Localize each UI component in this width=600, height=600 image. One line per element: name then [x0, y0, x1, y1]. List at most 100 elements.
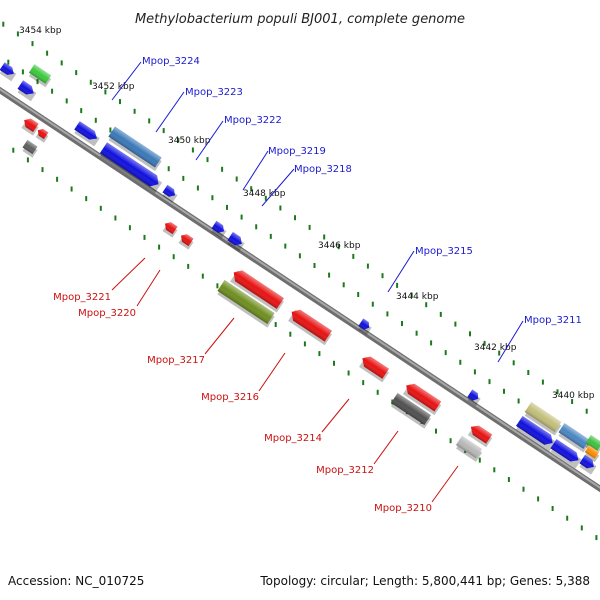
- tick-label-3442: 3442 kbp: [474, 343, 517, 353]
- tick-dot: [133, 108, 136, 114]
- gene-block-mpop-3211[interactable]: [514, 415, 557, 452]
- tick-dot: [376, 389, 379, 395]
- gene-block-mpop-3210[interactable]: [454, 435, 483, 462]
- tick-dot: [478, 457, 481, 463]
- tick-dot: [541, 379, 544, 385]
- gene-label-mpop-3220[interactable]: Mpop_3220: [78, 308, 136, 319]
- gene-block-forward[interactable]: [0, 62, 18, 82]
- gene-block-forward[interactable]: [16, 80, 38, 102]
- tick-dot: [444, 350, 447, 356]
- gene-label-mpop-3222[interactable]: Mpop_3222: [224, 115, 282, 126]
- label-leader-line: [387, 250, 415, 293]
- tick-dot: [89, 79, 92, 85]
- tick-dot: [347, 370, 350, 376]
- tick-dot: [483, 340, 486, 346]
- gene-label-mpop-3214[interactable]: Mpop_3214: [264, 433, 322, 444]
- gene-block-mpop-3217[interactable]: [216, 279, 277, 328]
- tick-dot: [70, 186, 73, 192]
- gene-block-mpop-3223[interactable]: [107, 126, 164, 172]
- tick-label-3450: 3450 kbp: [168, 136, 211, 146]
- gene-block-mpop-3212[interactable]: [389, 392, 432, 429]
- tick-dot: [507, 477, 510, 482]
- tick-dot: [128, 225, 131, 231]
- tick-label-3446: 3446 kbp: [318, 241, 361, 251]
- gene-block-reverse[interactable]: [466, 422, 494, 448]
- gene-block-reverse[interactable]: [401, 380, 443, 416]
- gene-label-mpop-3217[interactable]: Mpop_3217: [147, 355, 205, 366]
- tick-dot: [211, 195, 214, 201]
- gene-label-mpop-3211[interactable]: Mpop_3211: [524, 315, 582, 326]
- tick-dot: [41, 167, 44, 173]
- tick-dot: [65, 98, 68, 104]
- tick-dot: [323, 234, 326, 240]
- tick-dot: [46, 50, 49, 56]
- label-leader-line: [195, 120, 224, 161]
- tick-dot: [221, 166, 224, 172]
- gene-label-mpop-3219[interactable]: Mpop_3219: [268, 146, 326, 157]
- tick-dot: [439, 311, 442, 317]
- tick-dot: [469, 331, 471, 337]
- label-leader-line: [242, 150, 269, 191]
- gene-label-mpop-3221[interactable]: Mpop_3221: [53, 292, 111, 303]
- gene-block-reverse[interactable]: [34, 127, 50, 143]
- gene-block-forward[interactable]: [578, 454, 599, 475]
- gene-block-reverse[interactable]: [20, 116, 41, 136]
- gene-block-mpop-3222[interactable]: [98, 142, 164, 194]
- gene-block-mpop-3214[interactable]: [357, 353, 390, 383]
- tick-dot: [177, 137, 180, 143]
- tick-dot: [371, 301, 374, 307]
- tick-dot: [328, 272, 331, 278]
- tick-dot: [7, 59, 10, 65]
- gene-block-mpop-3221[interactable]: [161, 220, 179, 238]
- gene-block-forward[interactable]: [466, 389, 483, 407]
- tick-dot: [148, 118, 151, 124]
- gene-blocks: [0, 62, 600, 475]
- tick-label-3454: 3454 kbp: [19, 26, 62, 36]
- label-leader-line: [431, 465, 459, 503]
- gene-block-forward[interactable]: [161, 184, 179, 203]
- gene-label-mpop-3224[interactable]: Mpop_3224: [142, 56, 200, 67]
- gene-block-mpop-3218[interactable]: [226, 231, 247, 252]
- tick-dot: [187, 263, 190, 269]
- gene-block-reverse[interactable]: [286, 306, 333, 346]
- tick-dot: [269, 233, 272, 239]
- gene-block-mpop-3216[interactable]: [228, 267, 285, 313]
- tick-dot: [172, 254, 175, 260]
- gene-block-forward[interactable]: [549, 439, 583, 469]
- tick-dot: [415, 330, 418, 336]
- tick-dot: [279, 205, 282, 211]
- tick-dot: [342, 282, 345, 288]
- tick-dot: [449, 438, 452, 444]
- gene-block-pseudo[interactable]: [21, 139, 39, 158]
- tick-dot: [298, 253, 301, 259]
- gene-label-mpop-3216[interactable]: Mpop_3216: [201, 392, 259, 403]
- tick-label-3448: 3448 kbp: [243, 189, 286, 199]
- tick-label-3440: 3440 kbp: [552, 391, 595, 401]
- gene-block-orange[interactable]: [583, 445, 600, 463]
- tick-dot: [294, 215, 296, 221]
- gene-block-green[interactable]: [27, 64, 53, 88]
- tick-dot: [12, 147, 15, 153]
- gene-block-forward[interactable]: [73, 121, 102, 147]
- gene-label-mpop-3212[interactable]: Mpop_3212: [316, 465, 374, 476]
- tick-dot: [255, 224, 258, 230]
- tick-dot: [206, 157, 209, 163]
- tick-dot: [119, 99, 121, 105]
- tick-dot: [362, 380, 365, 386]
- gene-block-mpop-3215[interactable]: [357, 318, 374, 336]
- gene-block-mpop-3220[interactable]: [177, 232, 195, 250]
- tick-dot: [493, 467, 496, 473]
- gene-block-steel[interactable]: [557, 423, 591, 453]
- gene-label-mpop-3210[interactable]: Mpop_3210: [374, 503, 432, 514]
- gene-label-mpop-3218[interactable]: Mpop_3218: [294, 164, 352, 175]
- label-leader-line: [321, 398, 350, 433]
- gene-label-mpop-3215[interactable]: Mpop_3215: [415, 246, 473, 257]
- gene-block-mpop-3219[interactable]: [210, 220, 228, 239]
- gene-block-khaki[interactable]: [523, 402, 563, 436]
- gene-block-green[interactable]: [584, 434, 600, 455]
- tick-dot: [313, 263, 316, 268]
- tick-dot: [143, 234, 146, 240]
- tick-dot: [80, 108, 83, 114]
- gene-label-mpop-3223[interactable]: Mpop_3223: [185, 87, 243, 98]
